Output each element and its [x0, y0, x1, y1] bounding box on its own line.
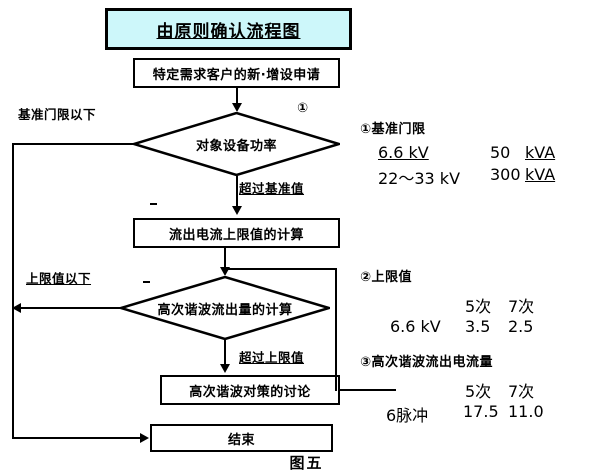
edge-label-over-limit: 超过上限值 [239, 350, 305, 365]
edge-label-over-baseline: 超过基准值 [239, 181, 305, 196]
edge-harmonic-yes-arrow [220, 364, 230, 373]
node-end: 结束 [150, 424, 333, 452]
figure-title-box: 由原则确认流程图 [105, 8, 352, 50]
decision-harmonic-shape [116, 275, 334, 341]
legend-harmonic-current-heading: ③高次谐波流出电流量 [360, 355, 494, 370]
legend-baseline-row1-voltage: 22～33 kV [378, 169, 461, 188]
legend-upper-limit-row0-h5: 3.5 [465, 317, 491, 336]
node-decision-power-label: 对象设备功率 [195, 139, 277, 154]
edge-apply-to-power-arrow [232, 103, 242, 112]
stray-tick-upper [150, 203, 157, 205]
edge-feedback-horizontal-top [224, 268, 337, 270]
node-application: 特定需求客户的新·增设申请 [133, 58, 340, 88]
edge-to-end-horizontal [12, 437, 141, 439]
legend-baseline-row0-voltage: 6.6 kV [378, 143, 429, 162]
node-countermeasure: 高次谐波对策的讨论 [160, 375, 340, 405]
legend-baseline-row1-unit: kVA [525, 165, 556, 184]
legend-block-harmonic-current: ③高次谐波流出电流量 5次 7次 6脉冲 17.5 11.0 [360, 351, 544, 425]
legend-harmonic-row0-h7: 11.0 [508, 402, 544, 421]
edge-harmonic-yes-line [224, 340, 226, 365]
legend-block-upper-limit: ②上限值 5次 7次 6.6 kV 3.5 2.5 [360, 266, 534, 337]
figure-title-text: 由原则确认流程图 [156, 21, 301, 42]
edge-power-no-horizontal [12, 143, 135, 145]
node-decision-harmonic: 高次谐波流出量的计算 [116, 275, 334, 341]
stray-tick-lower [143, 281, 150, 283]
edge-feedback-horizontal-bottom [340, 389, 396, 391]
node-application-label: 特定需求客户的新·增设申请 [152, 67, 321, 83]
node-decision-harmonic-label: 高次谐波流出量的计算 [157, 303, 293, 318]
decision-power-shape [129, 111, 344, 177]
edge-harmonic-no-arrow [12, 303, 21, 313]
node-current-limit-calc: 流出电流上限值的计算 [133, 218, 340, 248]
legend-baseline-row0-unit: kVA [525, 143, 556, 162]
legend-upper-limit-row0-label: 6.6 kV [390, 317, 441, 336]
legend-harmonic-col-7th: 7次 [508, 382, 535, 401]
edge-harmonic-no-horizontal [21, 307, 122, 309]
legend-harmonic-row0-h5: 17.5 [463, 402, 499, 421]
legend-upper-limit-heading: ②上限值 [360, 270, 413, 285]
legend-harmonic-col-5th: 5次 [465, 382, 492, 401]
node-end-label: 结束 [227, 432, 255, 448]
edge-power-no-vertical [12, 143, 14, 439]
edge-feedback-vertical [335, 268, 337, 391]
edge-power-yes-line [236, 176, 238, 207]
edge-apply-to-power-line [236, 88, 238, 104]
edge-label-below-baseline: 基准门限以下 [18, 107, 97, 122]
legend-baseline-row0-capacity: 50 [490, 143, 511, 162]
node-current-limit-calc-label: 流出电流上限值的计算 [168, 227, 304, 243]
reference-marker-one: ① [297, 101, 309, 116]
figure-caption: 图五 [289, 454, 324, 472]
edge-calc-to-harmonic-arrow [220, 267, 230, 276]
legend-upper-limit-col-7th: 7次 [508, 297, 535, 316]
node-decision-power: 对象设备功率 [129, 111, 344, 177]
edge-to-end-arrow [140, 433, 149, 443]
legend-baseline-row1-capacity: 300 [490, 165, 521, 184]
edge-power-yes-arrow [232, 206, 242, 215]
edge-calc-to-harmonic-line [224, 248, 226, 268]
legend-block-baseline: ①基准门限 6.6 kV 50 kVA 22～33 kV 300 kVA [360, 118, 555, 188]
legend-upper-limit-col-5th: 5次 [465, 297, 492, 316]
legend-harmonic-row0-label: 6脉冲 [386, 406, 429, 425]
legend-upper-limit-row0-h7: 2.5 [508, 317, 534, 336]
legend-baseline-heading: ①基准门限 [360, 122, 426, 137]
node-countermeasure-label: 高次谐波对策的讨论 [189, 384, 311, 400]
edge-label-below-limit: 上限值以下 [26, 271, 92, 286]
